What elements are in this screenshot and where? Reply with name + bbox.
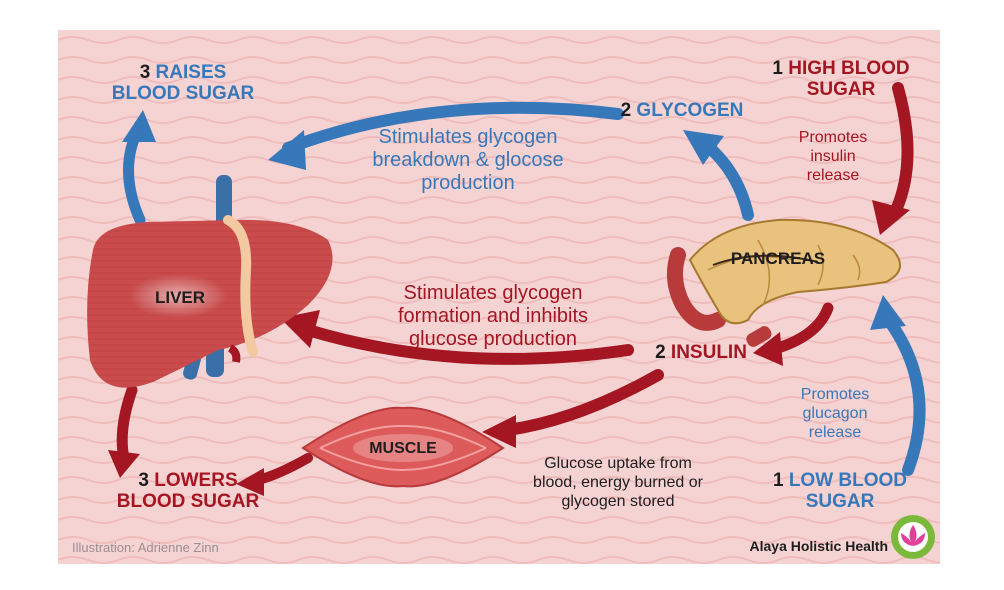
liver-illustration: [87, 175, 333, 388]
high-blood-sugar-line2: SUGAR: [806, 79, 876, 100]
insulin-description: Stimulates glycogen formation and inhibi…: [358, 282, 628, 351]
low-blood-sugar-num: 1: [772, 470, 784, 491]
promotes-insulin-line2: insulin: [810, 148, 856, 165]
insulin-text: INSULIN: [670, 342, 747, 363]
high-sugar-to-pancreas-arrow: [872, 82, 914, 235]
low-blood-sugar-label: 1 LOW BLOOD SUGAR: [750, 470, 930, 512]
uptake-desc-line2: blood, energy burned or: [533, 474, 703, 491]
low-blood-sugar-line1: LOW BLOOD: [788, 470, 908, 491]
promotes-insulin-line1: Promotes: [798, 129, 868, 146]
pancreas-to-glycogen-arrow: [683, 130, 754, 221]
uptake-desc-line1: Glucose uptake from: [544, 455, 692, 472]
insulin-desc-line1: Stimulates glycogen: [403, 282, 583, 304]
high-blood-sugar-num: 1: [772, 58, 783, 79]
glycogen-to-liver-arrow: [268, 101, 624, 170]
diagram-panel: 1 HIGH BLOOD SUGAR Promotes insulin rele…: [58, 30, 940, 564]
glycogen-label: 2 GLYCOGEN: [602, 100, 762, 121]
lowers-line1: LOWERS: [154, 470, 238, 491]
raises-blood-sugar-label: 3 RAISES BLOOD SUGAR: [98, 62, 268, 104]
liver-to-raises-arrow: [122, 110, 156, 226]
raises-num: 3: [139, 62, 151, 83]
high-blood-sugar-line1: HIGH BLOOD: [788, 58, 910, 79]
insulin-label: 2 INSULIN: [636, 342, 766, 363]
promotes-insulin-line3: release: [806, 167, 860, 184]
promotes-glucagon-line2: glucagon: [802, 405, 868, 422]
lowers-line2: BLOOD SUGAR: [116, 491, 260, 512]
promotes-glucagon-text: Promotes glucagon release: [780, 385, 890, 442]
promotes-glucagon-line3: release: [808, 424, 862, 441]
muscle-label: MUSCLE: [369, 440, 437, 457]
insulin-desc-line3: glucose production: [409, 328, 577, 350]
liver-to-lowers-arrow: [108, 384, 140, 478]
raises-line2: BLOOD SUGAR: [111, 83, 255, 104]
muscle-to-lowers-arrow: [236, 453, 313, 496]
pancreas-to-insulin-arrow: [753, 302, 834, 366]
lowers-blood-sugar-label: 3 LOWERS BLOOD SUGAR: [98, 470, 278, 512]
lowers-num: 3: [138, 470, 149, 491]
uptake-description: Glucose uptake from blood, energy burned…: [513, 454, 723, 511]
pancreas-label: PANCREAS: [730, 249, 826, 268]
promotes-insulin-text: Promotes insulin release: [778, 128, 888, 185]
glycogen-text: GLYCOGEN: [636, 100, 744, 121]
insulin-desc-line2: formation and inhibits: [397, 305, 589, 327]
glycogen-num: 2: [620, 100, 632, 121]
lotus-logo: [891, 515, 935, 559]
uptake-desc-line3: glycogen stored: [561, 493, 675, 510]
low-sugar-to-pancreas-arrow: [870, 295, 926, 476]
insulin-to-muscle-arrow: [482, 369, 664, 448]
insulin-num: 2: [655, 342, 666, 363]
pancreas-illustration: [666, 218, 901, 347]
diagram-graphics: [58, 30, 940, 564]
glycogen-description: Stimulates glycogen breakdown & glocose …: [338, 126, 598, 195]
high-blood-sugar-label: 1 HIGH BLOOD SUGAR: [746, 58, 936, 100]
muscle-illustration: [301, 406, 505, 488]
insulin-to-liver-arrow: [280, 310, 634, 365]
glycogen-desc-line1: Stimulates glycogen: [378, 126, 558, 148]
low-blood-sugar-line2: SUGAR: [805, 491, 875, 512]
glycogen-desc-line2: breakdown & glocose: [372, 149, 564, 171]
illustration-credit: Illustration: Adrienne Zinn: [72, 540, 219, 555]
promotes-glucagon-line1: Promotes: [800, 386, 870, 403]
raises-line1: RAISES: [155, 62, 227, 83]
brand-name: Alaya Holistic Health: [749, 538, 889, 554]
liver-label: LIVER: [154, 288, 206, 307]
glycogen-desc-line3: production: [421, 172, 515, 194]
